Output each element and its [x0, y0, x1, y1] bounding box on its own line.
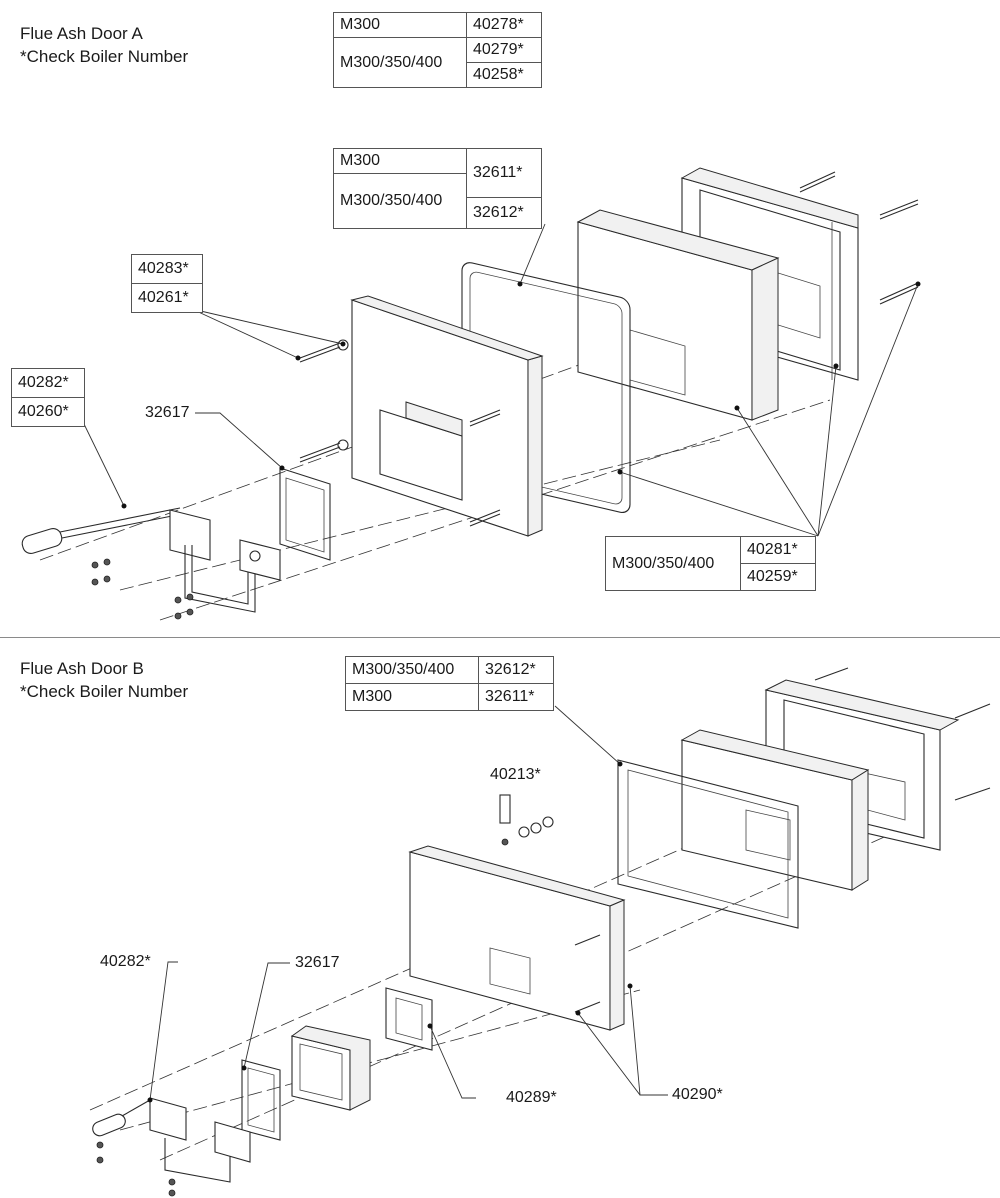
insulation-block-a — [576, 209, 780, 421]
model-cell: M300/350/400 — [605, 536, 741, 591]
model-cell: M300 — [345, 683, 479, 711]
section-a-title: Flue Ash Door A *Check Boiler Number — [20, 22, 188, 68]
table-row: M300/350/400 32612* — [345, 656, 554, 684]
table-row: M300 32611* — [333, 148, 542, 198]
section-divider — [0, 637, 1000, 638]
part-cell: 40259* — [740, 563, 816, 591]
part-cell: 40281* — [740, 536, 816, 564]
part-cell: 40279* — [466, 37, 542, 63]
box-bolts-a — [799, 171, 919, 305]
door-a-assembly — [21, 167, 921, 621]
model-cell: M300/350/400 — [333, 173, 467, 229]
part-cell: 32611* — [466, 148, 542, 198]
section-b-title: Flue Ash Door B *Check Boiler Number — [20, 657, 188, 703]
table-row: M300 40278* — [333, 12, 542, 38]
adjuster-screw-b — [499, 794, 554, 846]
frame-32617-a — [279, 467, 331, 561]
section-b-heading: Flue Ash Door B — [20, 659, 144, 678]
label-frame-a: 32617 — [145, 404, 190, 422]
part-cell: 40282* — [11, 368, 85, 398]
table-row: 40259* — [606, 563, 816, 591]
table-row: M300/350/400 40279* — [333, 37, 542, 88]
model-cell: M300/350/400 — [333, 37, 467, 88]
section-b-note: *Check Boiler Number — [20, 682, 189, 701]
small-screws-b — [96, 1141, 176, 1197]
insulation-block-b — [680, 729, 870, 891]
part-cell: 40283* — [131, 254, 203, 284]
table-row: 40258* — [334, 62, 542, 88]
table-handle-a: 40282* 40260* — [11, 368, 85, 427]
label-bolts-b: 40290* — [672, 1086, 723, 1104]
table-row: 40260* — [11, 397, 85, 427]
part-cell: 40278* — [466, 12, 542, 38]
table-row: M300 32611* — [345, 683, 554, 711]
part-cell: 32611* — [478, 683, 554, 711]
section-a-heading: Flue Ash Door A — [20, 24, 143, 43]
label-handle-b: 40282* — [100, 953, 151, 971]
model-cell: M300/350/400 — [345, 656, 479, 684]
door-b-assembly — [89, 667, 991, 1197]
table-row: 40282* — [11, 368, 85, 398]
section-a-note: *Check Boiler Number — [20, 47, 189, 66]
table-gasket-b: M300/350/400 32612* M300 32611* — [345, 656, 554, 711]
door-plate-b — [408, 845, 626, 1031]
square-duct-b — [290, 1025, 371, 1111]
table-top-a: M300 40278* M300/350/400 40279* 40258* — [333, 12, 542, 88]
table-row: M300/350/400 40281* — [605, 536, 816, 591]
plate-40289-b — [385, 987, 433, 1051]
handle-latch-a — [21, 507, 281, 613]
table-row: M300/350/400 — [333, 173, 542, 229]
small-screws-a — [91, 558, 194, 620]
table-row: 40283* — [131, 254, 203, 284]
hinge-bolts-a — [299, 339, 501, 527]
table-bolt-a: 40283* 40261* — [131, 254, 203, 313]
label-screw-b: 40213* — [490, 766, 541, 784]
handle-latch-b — [92, 1097, 251, 1183]
door-plate-a — [350, 295, 544, 537]
part-cell: 40260* — [11, 397, 85, 427]
label-frame-b: 32617 — [295, 954, 340, 972]
frame-32617-b — [241, 1059, 281, 1141]
part-cell: 40258* — [466, 62, 542, 88]
table-row: 40261* — [131, 283, 203, 313]
part-cell: 40261* — [131, 283, 203, 313]
table-gasket-a: M300 32611* M300/350/400 32612* — [333, 148, 542, 229]
model-cell: M300 — [333, 12, 467, 38]
part-cell: 32612* — [478, 656, 554, 684]
label-plate-b: 40289* — [506, 1089, 557, 1107]
table-row: 32612* — [334, 197, 542, 229]
model-cell: M300 — [333, 148, 467, 174]
gasket-frame-b — [617, 759, 799, 929]
table-box-a: M300/350/400 40281* 40259* — [605, 536, 816, 591]
part-cell: 32612* — [466, 197, 542, 229]
